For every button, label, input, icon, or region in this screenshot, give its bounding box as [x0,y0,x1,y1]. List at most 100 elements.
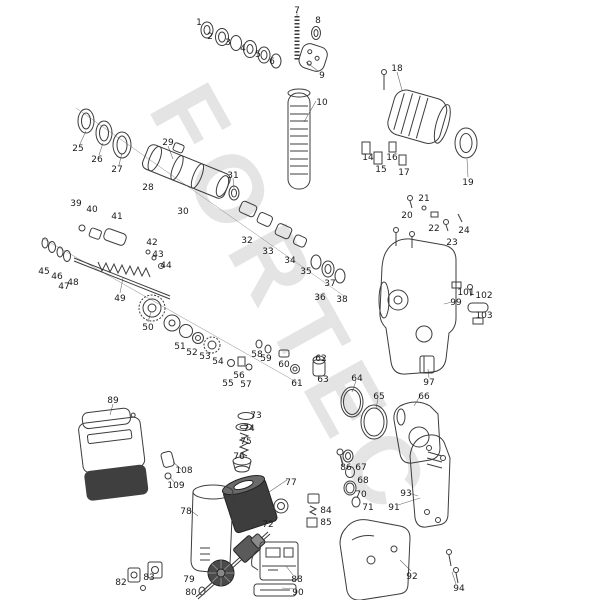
part-number-45: 45 [38,267,49,277]
part-number-27: 27 [111,165,122,175]
part-number-8: 8 [315,16,321,26]
part-number-44: 44 [160,261,172,271]
part-number-82: 82 [115,578,126,588]
part-number-10: 10 [316,98,328,108]
switch-88 [251,541,299,581]
part-number-83: 83 [143,573,154,583]
part-number-80: 80 [185,588,197,598]
part-number-24: 24 [458,226,470,236]
spindle-28-30 [141,142,231,199]
part-number-14: 14 [362,153,374,163]
part-number-1: 1 [196,18,202,28]
cap-9 [298,43,328,72]
part-number-89: 89 [107,396,119,406]
part-number-97: 97 [423,378,434,388]
part-number-22: 22 [428,224,439,234]
part-number-23: 23 [446,238,457,248]
part-number-50: 50 [142,323,154,333]
armature-79-80 [195,531,271,600]
part-number-42: 42 [146,238,157,248]
part-number-64: 64 [351,374,363,384]
part-number-67: 67 [355,463,366,473]
part-number-41: 41 [111,212,122,222]
part-number-43: 43 [152,250,163,260]
part-number-77: 77 [285,478,296,488]
part-number-47: 47 [58,282,69,292]
part-number-55: 55 [222,379,233,389]
part-number-101: 101 [457,288,474,298]
part-number-75: 75 [240,437,251,447]
brush-holders-82-83 [127,561,163,591]
part-number-17: 17 [398,168,409,178]
ring-8 [311,26,321,40]
part-number-73: 73 [250,411,261,421]
part-number-62: 62 [315,354,326,364]
part-number-103: 103 [475,311,492,321]
part-number-51: 51 [174,342,185,352]
oring-65 [360,404,388,440]
part-number-61: 61 [291,379,302,389]
part-number-4: 4 [240,44,246,54]
part-number-74: 74 [243,424,255,434]
part-number-34: 34 [284,256,296,266]
part-number-102: 102 [475,291,492,301]
part-number-59: 59 [260,354,272,364]
bearing-72 [273,498,289,514]
rings-1-6 [200,21,282,69]
part-number-78: 78 [180,507,192,517]
part-number-85: 85 [320,518,331,528]
part-number-35: 35 [300,267,311,277]
crank-housing [378,227,457,375]
part-number-25: 25 [72,144,83,154]
cover-91-93 [409,434,451,528]
part-number-9: 9 [319,71,325,81]
ring-19 [454,127,478,159]
part-number-99: 99 [450,298,462,308]
part-number-40: 40 [86,205,98,215]
part-number-66: 66 [418,392,430,402]
screws-94 [446,549,459,584]
gears-51-54 [163,314,221,354]
screws-20-24 [407,195,463,232]
part-number-63: 63 [317,375,328,385]
part-number-90: 90 [292,588,304,598]
part-number-84: 84 [320,506,332,516]
part-number-93: 93 [400,489,411,499]
parts-55-61 [227,339,300,374]
part-number-65: 65 [373,392,384,402]
part-labels: 1234567891014151617181920212223242526272… [38,6,492,598]
part-number-2: 2 [207,32,213,42]
ring-31 [228,185,240,201]
part-number-3: 3 [225,38,231,48]
part-number-88: 88 [291,575,303,585]
part-number-92: 92 [406,572,417,582]
part-number-86: 86 [340,463,352,473]
part-number-56: 56 [233,371,245,381]
part-number-68: 68 [357,476,369,486]
part-number-46: 46 [51,272,63,282]
oring-64 [340,386,364,418]
controller-90 [253,583,297,597]
part-number-15: 15 [375,165,386,175]
battery-89 [78,407,149,501]
shaft-assembly-39-49 [41,224,171,300]
part-number-48: 48 [67,278,79,288]
part-number-33: 33 [262,247,273,257]
part-number-49: 49 [114,294,126,304]
motor-housing-18 [387,89,451,144]
diagram-linework [41,12,489,600]
part-number-70: 70 [355,490,367,500]
part-number-57: 57 [240,380,251,390]
part-number-31: 31 [227,171,238,181]
part-number-29: 29 [162,138,174,148]
part-number-20: 20 [401,211,413,221]
part-number-6: 6 [269,57,275,67]
parts-32-35 [238,200,308,248]
part-number-54: 54 [212,357,224,367]
parts-99-103 [451,281,489,325]
part-number-60: 60 [278,360,290,370]
part-number-36: 36 [314,293,326,303]
housing-92 [339,519,411,600]
part-number-32: 32 [241,236,252,246]
